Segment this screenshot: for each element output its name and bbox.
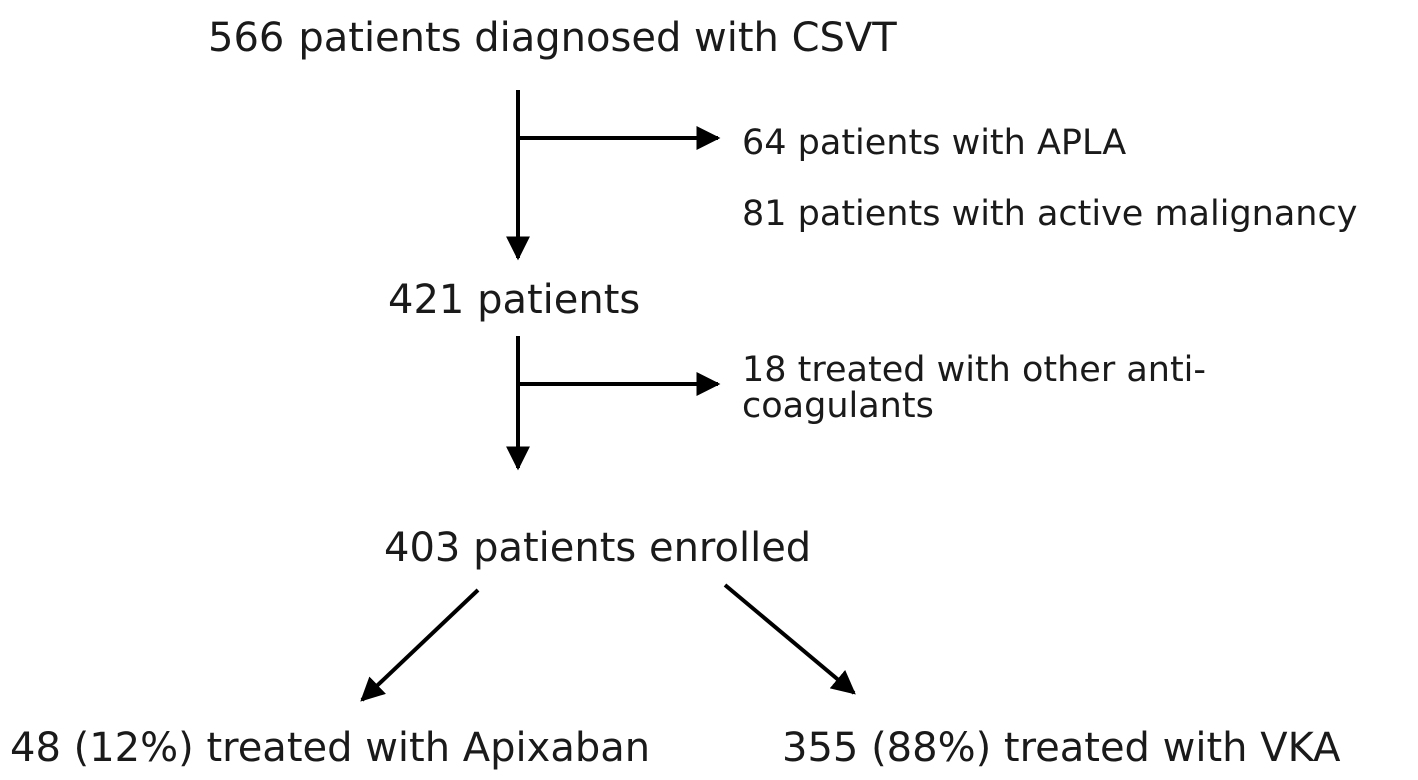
node-vka: 355 (88%) treated with VKA (782, 725, 1341, 771)
exclusion-other-anticoagulants: 18 treated with other anti- coagulants (742, 352, 1206, 424)
exclusion-other-anticoagulants-line2: coagulants (742, 386, 934, 426)
exclusion-apla: 64 patients with APLA (742, 123, 1127, 163)
arrow-enrolled-to-apixaban (360, 588, 480, 702)
node-diagnosed: 566 patients diagnosed with CSVT (208, 18, 897, 58)
exclusion-malignancy: 81 patients with active malignancy (742, 194, 1358, 234)
exclusion-other-anticoagulants-line1: 18 treated with other anti- (742, 350, 1207, 390)
diagnosed-count: 566 (208, 15, 285, 61)
node-enrolled: 403 patients enrolled (384, 525, 812, 571)
node-apixaban: 48 (12%) treated with Apixaban (10, 725, 651, 771)
node-421-patients: 421 patients (388, 277, 641, 323)
arrow-enrolled-to-vka (723, 583, 856, 695)
diagnosed-label: patients diagnosed with CSVT (298, 15, 897, 61)
